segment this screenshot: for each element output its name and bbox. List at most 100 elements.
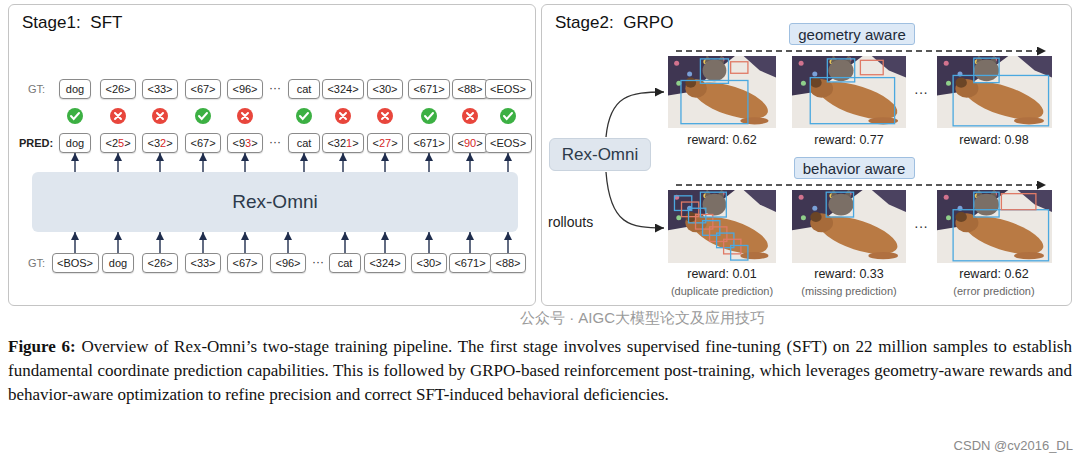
token-text: <671> — [413, 83, 444, 95]
input-token: <26> — [142, 253, 178, 273]
check-icon — [67, 108, 83, 124]
gt-token: <26> — [100, 79, 136, 99]
detection-photo — [668, 189, 776, 263]
tag-text: geometry aware — [798, 26, 906, 43]
gt-token: <EOS> — [485, 79, 532, 99]
token-text: <321> — [327, 137, 358, 149]
pred-token: <321> — [322, 133, 364, 153]
token-char: 9 — [464, 137, 470, 149]
token-text: <32> — [147, 137, 172, 149]
token-text: <88> — [457, 83, 482, 95]
token-text: <96> — [232, 83, 257, 95]
token-text: <93> — [232, 137, 257, 149]
token-char: 7 — [203, 137, 209, 149]
flow-arrow — [117, 153, 118, 172]
token-char: S — [512, 137, 519, 149]
flow-arrow — [202, 153, 203, 172]
flow-arrow — [469, 153, 470, 172]
token-char: E — [496, 137, 503, 149]
ellipsis: ··· — [914, 84, 928, 100]
flow-arrow — [469, 232, 470, 253]
token-text: cat — [297, 83, 312, 95]
pred-token: dog — [59, 133, 91, 153]
input-token: <67> — [227, 253, 263, 273]
row-label: GT: — [28, 83, 45, 95]
pred-token: <671> — [408, 133, 450, 153]
token-char: 6 — [420, 137, 426, 149]
token-char: 6 — [197, 137, 203, 149]
reward-value: reward: 0.62 — [687, 133, 756, 147]
rollouts-label: rollouts — [548, 214, 593, 230]
gt-token: dog — [59, 79, 91, 99]
token-text: <67> — [190, 83, 215, 95]
gt-token: <67> — [185, 79, 221, 99]
flow-arrow — [202, 232, 203, 253]
pred-token: cat — [288, 133, 320, 153]
token-text: <33> — [190, 257, 215, 269]
detection-photo — [937, 189, 1052, 263]
token-char: 3 — [334, 137, 340, 149]
token-char: < — [105, 137, 111, 149]
token-text: <30> — [416, 257, 441, 269]
token-char: 2 — [340, 137, 346, 149]
token-char: 2 — [160, 137, 166, 149]
token-char: < — [190, 137, 196, 149]
token-text: <33> — [147, 83, 172, 95]
input-token: <30> — [411, 253, 447, 273]
row-label: PRED: — [19, 137, 53, 149]
flow-arrow — [287, 232, 288, 253]
token-text: <671> — [454, 257, 485, 269]
flow-arrow — [159, 153, 160, 172]
detection-photo — [792, 55, 906, 128]
reward-value: reward: 0.33 — [814, 267, 883, 281]
flow-arrow — [244, 153, 245, 172]
token-char: 9 — [239, 137, 245, 149]
flow-arrow — [384, 153, 385, 172]
token-text: <EOS> — [490, 137, 526, 149]
pred-token: <EOS> — [485, 133, 532, 153]
token-text: <26> — [147, 257, 172, 269]
gt-token: <324> — [322, 79, 364, 99]
token-char: > — [352, 137, 358, 149]
token-char: < — [232, 137, 238, 149]
match-icons — [67, 108, 516, 124]
ellipsis: ··· — [269, 135, 281, 149]
token-text: <27> — [372, 137, 397, 149]
token-char: 7 — [385, 137, 391, 149]
token-text: <88> — [495, 257, 520, 269]
check-icon — [195, 108, 211, 124]
pred-token: <90> — [452, 133, 488, 153]
flow-arrow — [428, 232, 429, 253]
reward-value: reward: 0.77 — [814, 133, 883, 147]
token-text: <67> — [232, 257, 257, 269]
token-text: <BOS> — [57, 257, 93, 269]
flow-arrow — [244, 232, 245, 253]
cross-icon — [462, 108, 478, 124]
reward-tag: geometry aware — [789, 23, 915, 45]
ellipsis: ··· — [269, 81, 281, 95]
progress-arrow — [676, 50, 1046, 51]
detection-photo — [792, 189, 906, 263]
flow-arrow — [342, 153, 343, 172]
token-char: o — [72, 137, 78, 149]
token-char: < — [413, 137, 419, 149]
ellipsis: ··· — [914, 218, 928, 234]
rollout-arrow — [606, 92, 664, 137]
failure-note: (duplicate prediction) — [671, 285, 773, 297]
flow-arrow — [344, 232, 345, 253]
input-token: <88> — [490, 253, 526, 273]
token-text: dog — [109, 257, 127, 269]
token-char: > — [476, 137, 482, 149]
watermark: 公众号 · AIGC大模型论文及应用技巧 — [520, 309, 765, 328]
model-name: Rex-Omni — [232, 191, 318, 213]
gt-token: <96> — [227, 79, 263, 99]
gt-token: <88> — [452, 79, 488, 99]
token-char: > — [124, 137, 130, 149]
panel-title: Stage2: GRPO — [555, 13, 673, 33]
check-icon — [296, 108, 312, 124]
failure-note: (missing prediction) — [801, 285, 896, 297]
input-token: <671> — [449, 253, 491, 273]
gt-token: cat — [288, 79, 320, 99]
token-char: > — [251, 137, 257, 149]
